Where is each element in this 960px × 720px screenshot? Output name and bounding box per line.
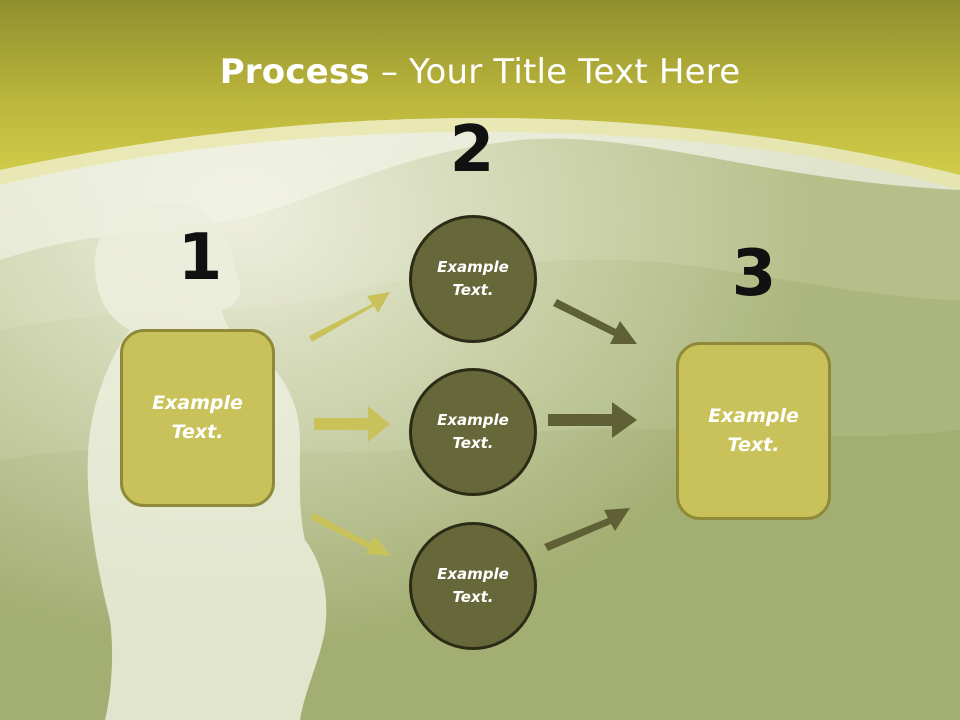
arrow-left-to-bottom [310, 513, 391, 556]
step-number-1: 1 [177, 221, 223, 295]
circle-middle: Example Text. [409, 368, 537, 496]
arrow-left-to-top [309, 292, 390, 342]
circle-top: Example Text. [409, 215, 537, 343]
circle-bottom-text: Example Text. [437, 565, 509, 606]
title-rest: – Your Title Text Here [369, 52, 741, 92]
right-box-text: Example Text. [708, 405, 799, 456]
left-step-box: Example Text. [120, 329, 275, 507]
arrow-bottom-to-right [544, 508, 630, 551]
circle-middle-text: Example Text. [437, 411, 509, 452]
left-box-text: Example Text. [152, 392, 243, 443]
circle-bottom: Example Text. [409, 522, 537, 650]
right-step-box: Example Text. [676, 342, 831, 520]
arrow-middle-to-right [548, 402, 637, 438]
slide-title: Process – Your Title Text Here [0, 52, 960, 92]
step-number-3: 3 [731, 237, 777, 311]
arrow-top-to-right [553, 299, 637, 344]
arrow-left-to-middle [314, 406, 390, 442]
step-number-2: 2 [449, 113, 495, 187]
circle-top-text: Example Text. [437, 258, 509, 299]
title-bold: Process [219, 52, 370, 92]
